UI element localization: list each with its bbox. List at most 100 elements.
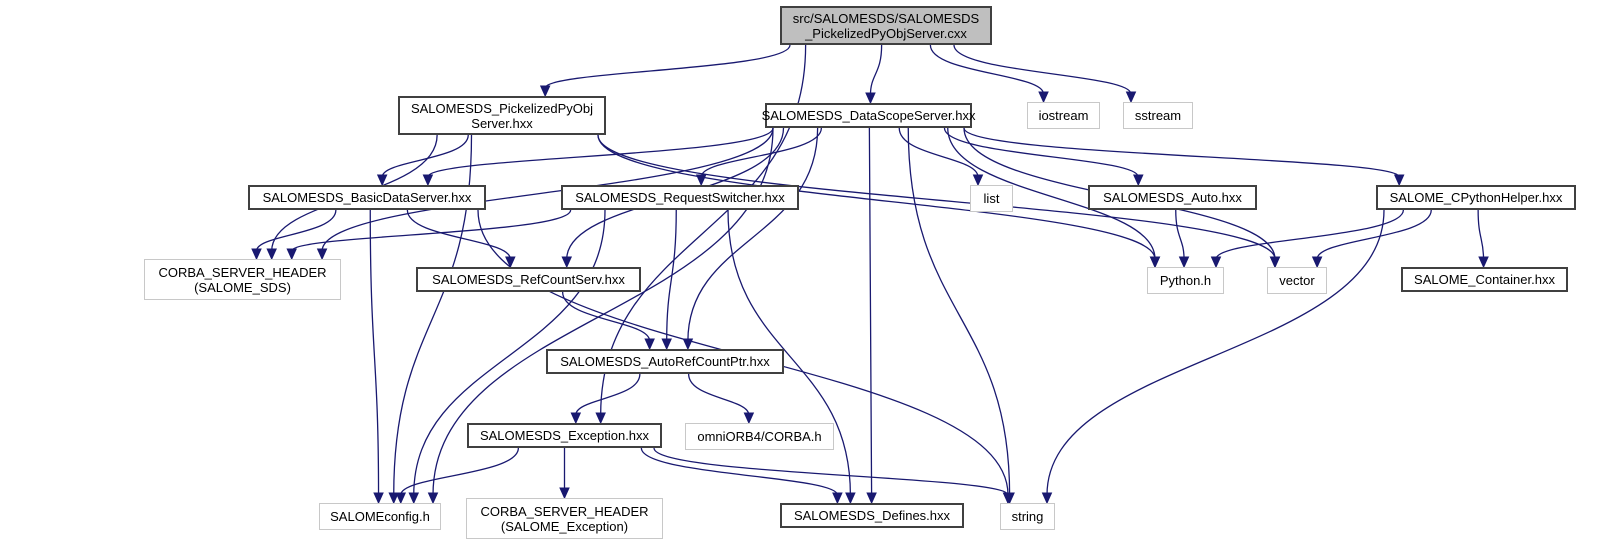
edge-rsw-to-defines <box>727 209 852 496</box>
node-corbaexc: CORBA_SERVER_HEADER (SALOME_Exception) <box>466 498 663 539</box>
edge-arcp-to-omni <box>687 373 750 416</box>
edge-pickhxx-to-python <box>597 134 1156 260</box>
edge-pickhxx-to-vector <box>597 134 1276 260</box>
arrowhead-icon <box>743 412 755 425</box>
node-vector: vector <box>1267 267 1327 294</box>
arrowhead-icon <box>865 92 876 105</box>
edge-bds-to-corbasds <box>255 209 337 252</box>
edge-dss-to-corbasds <box>321 127 774 252</box>
arrowhead-icon <box>1002 492 1014 505</box>
node-label: SALOME_CPythonHelper.hxx <box>1389 190 1563 205</box>
node-label: SALOMESDS_RequestSwitcher.hxx <box>575 190 785 205</box>
node-python: Python.h <box>1147 267 1224 294</box>
edge-dss-to-python <box>947 127 1156 260</box>
arrowhead-icon <box>373 492 384 505</box>
node-corbasds: CORBA_SERVER_HEADER (SALOME_SDS) <box>144 259 341 300</box>
node-label: sstream <box>1134 108 1182 123</box>
edge-cpy-to-container <box>1477 209 1485 260</box>
arrowhead-icon <box>570 412 582 425</box>
node-pickhxx[interactable]: SALOMESDS_PickelizedPyObj Server.hxx <box>398 96 606 135</box>
node-bds[interactable]: SALOMESDS_BasicDataServer.hxx <box>248 185 486 210</box>
arrowhead-icon <box>251 248 262 261</box>
edge-auto-to-python <box>1175 209 1185 260</box>
node-dss[interactable]: SALOMESDS_DataScopeServer.hxx <box>762 103 975 128</box>
arrowhead-icon <box>1210 256 1222 269</box>
node-exc[interactable]: SALOMESDS_Exception.hxx <box>467 423 662 448</box>
edge-cpy-to-python <box>1215 209 1405 260</box>
arrowhead-icon <box>422 174 434 187</box>
node-label: SALOMESDS_AutoRefCountPtr.hxx <box>560 354 770 369</box>
node-label: list <box>983 191 1000 206</box>
edge-dss-to-defines <box>868 127 873 496</box>
arrowhead-icon <box>695 174 707 187</box>
node-label: CORBA_SERVER_HEADER (SALOME_Exception) <box>480 503 649 534</box>
arrowhead-icon <box>845 492 856 505</box>
arrowhead-icon <box>427 492 439 505</box>
node-auto[interactable]: SALOMESDS_Auto.hxx <box>1088 185 1257 210</box>
arrowhead-icon <box>505 256 516 269</box>
arrowhead-icon <box>1478 256 1489 269</box>
node-config: SALOMEconfig.h <box>319 503 441 530</box>
node-label: SALOMESDS_BasicDataServer.hxx <box>262 190 472 205</box>
edge-rsw-to-corbasds <box>291 209 572 252</box>
node-label: SALOMESDS_PickelizedPyObj Server.hxx <box>410 100 594 131</box>
edge-exc-to-defines <box>640 447 839 496</box>
node-label: Python.h <box>1159 273 1212 288</box>
node-label: SALOMESDS_RefCountServ.hxx <box>432 272 625 287</box>
node-label: vector <box>1279 273 1315 288</box>
node-iostream: iostream <box>1027 102 1100 129</box>
node-label: SALOMESDS_Exception.hxx <box>479 428 650 443</box>
node-label: SALOMEconfig.h <box>330 509 430 524</box>
edge-rcs-to-arcp <box>561 291 651 342</box>
node-root: src/SALOMESDS/SALOMESDS _PickelizedPyObj… <box>780 6 992 45</box>
arrowhead-icon <box>972 174 984 187</box>
arrowhead-icon <box>1125 91 1137 104</box>
arrowhead-icon <box>1038 91 1049 104</box>
arrowhead-icon <box>1269 256 1281 269</box>
arrowhead-icon <box>661 338 672 351</box>
edge-rsw-to-config <box>413 209 606 496</box>
arrowhead-icon <box>376 174 388 187</box>
edge-cpy-to-vector <box>1316 209 1432 260</box>
edge-dss-to-rsw <box>700 127 823 178</box>
edge-root-to-iostream <box>929 44 1045 95</box>
edge-bds-to-config <box>369 209 380 496</box>
arrowhead-icon <box>388 492 399 505</box>
node-cpy[interactable]: SALOME_CPythonHelper.hxx <box>1376 185 1576 210</box>
edge-rsw-to-arcp <box>666 209 677 342</box>
arrowhead-icon <box>539 85 551 98</box>
arrowhead-icon <box>316 248 328 261</box>
edge-bds-to-rcs <box>406 209 511 260</box>
node-sstream: sstream <box>1123 102 1193 129</box>
edge-dss-to-bds <box>427 127 774 178</box>
arrowhead-icon <box>408 492 420 505</box>
arrowhead-icon <box>1393 174 1405 187</box>
arrowhead-icon <box>832 492 843 505</box>
edge-pickhxx-to-bds <box>381 134 469 178</box>
node-omni: omniORB4/CORBA.h <box>685 423 834 450</box>
edge-cpy-to-string <box>1046 209 1385 496</box>
arrowhead-icon <box>1041 492 1053 505</box>
node-label: CORBA_SERVER_HEADER (SALOME_SDS) <box>158 264 327 295</box>
node-label: SALOME_Container.hxx <box>1414 272 1555 287</box>
arrowhead-icon <box>286 248 297 261</box>
node-label: src/SALOMESDS/SALOMESDS _PickelizedPyObj… <box>792 10 980 41</box>
arrowhead-icon <box>1311 256 1323 269</box>
node-label: string <box>1011 509 1044 524</box>
edge-dss-to-cpy <box>963 127 1400 178</box>
arrowhead-icon <box>561 256 573 269</box>
node-rsw[interactable]: SALOMESDS_RequestSwitcher.hxx <box>561 185 799 210</box>
node-label: SALOMESDS_Auto.hxx <box>1103 190 1242 205</box>
edge-exc-to-config <box>400 447 520 496</box>
node-defines[interactable]: SALOMESDS_Defines.hxx <box>780 503 964 528</box>
arrowhead-icon <box>595 412 606 425</box>
arrowhead-icon <box>266 248 277 261</box>
node-arcp[interactable]: SALOMESDS_AutoRefCountPtr.hxx <box>546 349 784 374</box>
node-container[interactable]: SALOME_Container.hxx <box>1401 267 1568 292</box>
edge-dss-to-list <box>898 127 979 178</box>
node-label: SALOMESDS_Defines.hxx <box>793 508 951 523</box>
node-rcs[interactable]: SALOMESDS_RefCountServ.hxx <box>416 267 641 292</box>
node-label: SALOMESDS_DataScopeServer.hxx <box>761 108 976 123</box>
arrowhead-icon <box>395 492 407 505</box>
